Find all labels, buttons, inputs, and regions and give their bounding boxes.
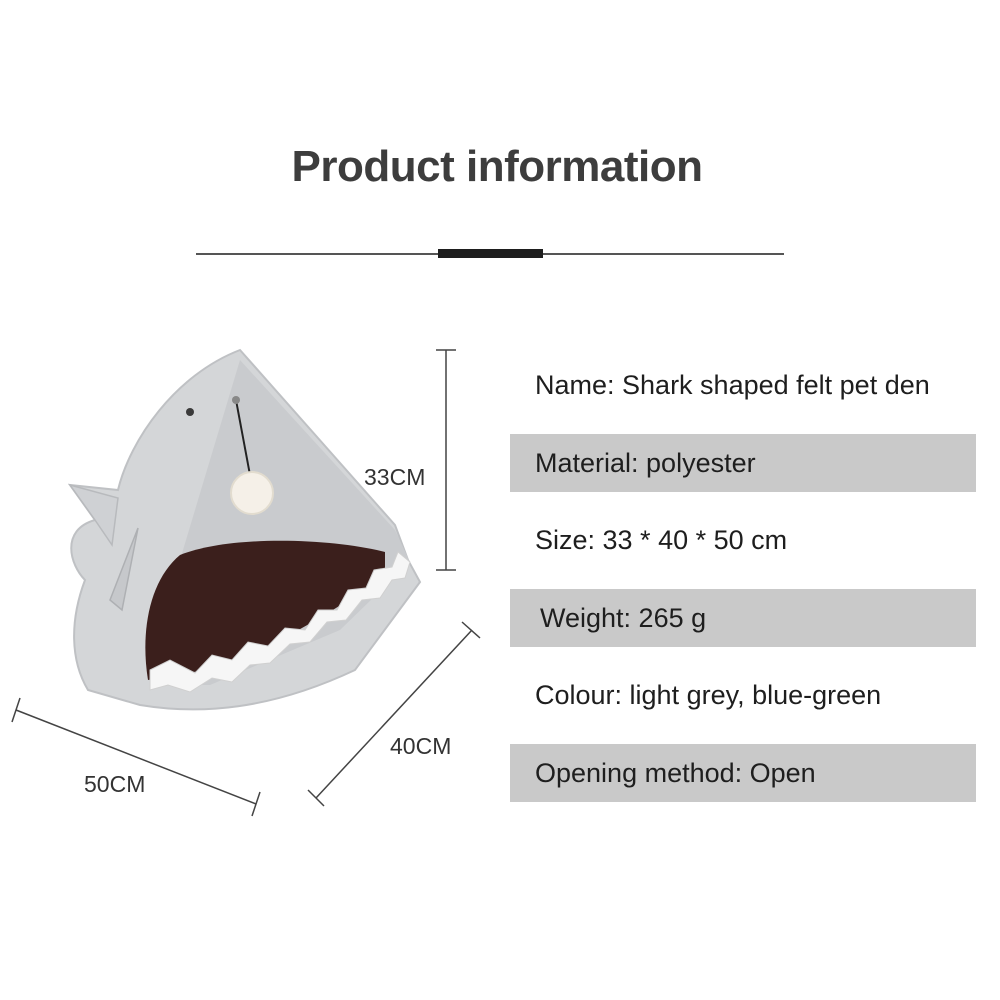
toy-bell bbox=[232, 396, 240, 404]
spec-size: Size: 33 * 40 * 50 cm bbox=[535, 525, 788, 555]
width-dimension-label: 50CM bbox=[84, 771, 145, 797]
cushion bbox=[145, 540, 385, 680]
spec-name: Name: Shark shaped felt pet den bbox=[535, 370, 930, 400]
toy-string bbox=[235, 399, 251, 476]
title-divider-accent bbox=[438, 249, 543, 258]
spec-opening-method: Opening method: Open bbox=[510, 743, 976, 802]
spec-weight: Weight: 265 g bbox=[510, 588, 976, 647]
spec-list: Name: Shark shaped felt pet den Material… bbox=[510, 356, 976, 821]
spec-material: Material: polyester bbox=[510, 433, 976, 492]
product-figure: 33CM 40CM 50CM bbox=[0, 330, 500, 850]
height-dimension-label: 33CM bbox=[364, 464, 425, 490]
page-title: Product information bbox=[291, 142, 703, 191]
shark-eye bbox=[186, 408, 194, 416]
shark-teeth bbox=[149, 551, 411, 693]
shark-side-fin bbox=[109, 527, 139, 612]
depth-dimension-label: 40CM bbox=[390, 733, 451, 759]
toy-pompom bbox=[230, 471, 274, 515]
shark-tail-fin bbox=[68, 483, 119, 548]
spec-colour: Colour: light grey, blue-green bbox=[535, 680, 882, 710]
shark-pet-den-illustration: 33CM 40CM 50CM bbox=[11, 348, 481, 817]
